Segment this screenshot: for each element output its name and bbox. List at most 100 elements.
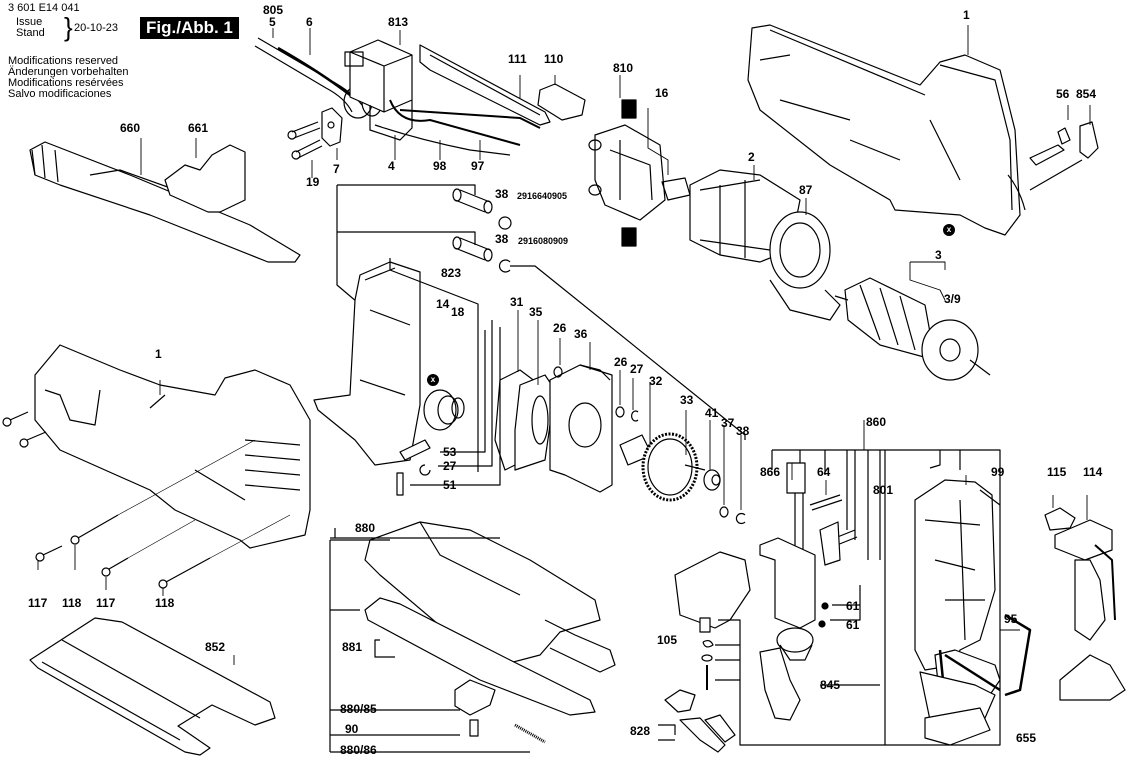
label-813: 813 <box>388 15 409 29</box>
armature-3 <box>834 277 991 381</box>
issue-label: Issue <box>16 16 43 28</box>
label-37: 37 <box>721 416 735 430</box>
label-1-left: 1 <box>155 347 162 361</box>
baffle-87 <box>769 211 841 321</box>
plate-35 <box>514 374 556 471</box>
base-plate-880 <box>364 521 616 716</box>
label-1-top: 1 <box>963 8 970 22</box>
washers-26-27 <box>553 366 639 422</box>
label-51: 51 <box>443 478 457 492</box>
base-bracket <box>329 528 546 753</box>
label-810: 810 <box>613 61 634 75</box>
circlip-38 <box>735 512 746 525</box>
bearing-14-18 <box>423 389 465 431</box>
modifications-notice: Modifications reserved Änderungen vorbeh… <box>8 56 128 100</box>
label-5: 5 <box>269 15 276 29</box>
stand-label: Stand <box>16 27 45 39</box>
label-801: 801 <box>873 483 894 497</box>
label-36: 36 <box>574 327 588 341</box>
label-105: 105 <box>657 633 678 647</box>
label-7: 7 <box>333 162 340 176</box>
parts-53-27-51 <box>396 320 501 496</box>
label-3-9: 3/9 <box>944 292 961 306</box>
bearing-41 <box>703 469 721 491</box>
label-852: 852 <box>205 640 226 654</box>
label-118-b: 118 <box>155 596 175 610</box>
label-27-a: 27 <box>630 362 644 376</box>
electronics-114-115 <box>1044 507 1126 701</box>
label-655: 655 <box>1016 731 1037 745</box>
label-27-b: 27 <box>443 459 457 473</box>
label-660: 660 <box>120 121 141 135</box>
label-880-86: 880/86 <box>340 743 377 757</box>
guide-860 <box>759 449 1001 746</box>
screws-19 <box>287 121 323 160</box>
switch-813 <box>344 39 541 156</box>
leader-lines <box>37 25 1091 665</box>
label-2: 2 <box>748 150 755 164</box>
label-95: 95 <box>1004 612 1018 626</box>
label-6: 6 <box>306 15 313 29</box>
label-117-b: 117 <box>96 596 116 610</box>
label-114: 114 <box>1083 465 1103 479</box>
x-marker-left: x <box>427 374 439 386</box>
label-87: 87 <box>799 183 813 197</box>
label-31: 31 <box>510 295 524 309</box>
label-61-b: 61 <box>846 618 860 632</box>
label-97: 97 <box>471 159 485 173</box>
gear-33 <box>641 432 706 502</box>
label-880-85: 880/85 <box>340 702 377 716</box>
label-110: 110 <box>544 52 564 66</box>
modifications-en: Modifications reserved <box>8 55 119 67</box>
label-661: 661 <box>188 121 209 135</box>
gear-block-36 <box>549 364 613 493</box>
modifications-fr: Modifications resérvées <box>8 77 124 89</box>
label-32: 32 <box>649 374 663 388</box>
label-41: 41 <box>705 406 719 420</box>
label-118-a: 118 <box>62 596 82 610</box>
part-number-38-b: 2916080909 <box>518 236 569 246</box>
label-56: 56 <box>1056 87 1070 101</box>
figure-label: Fig./Abb. 1 <box>140 17 239 39</box>
label-61-a: 61 <box>846 599 860 613</box>
label-38-b: 38 <box>495 232 509 246</box>
base-plate-852 <box>29 617 276 756</box>
pendulum-mechanism <box>658 551 885 753</box>
label-880: 880 <box>355 521 376 535</box>
label-14: 14 <box>436 297 450 311</box>
label-823: 823 <box>441 266 462 280</box>
document-number: 3 601 E14 041 <box>8 2 80 14</box>
label-33: 33 <box>680 393 694 407</box>
part-number-38-a: 2916640905 <box>517 191 568 201</box>
motor-housing-801 <box>914 479 1001 671</box>
label-53: 53 <box>443 445 457 459</box>
label-866: 866 <box>760 465 781 479</box>
label-115: 115 <box>1047 465 1067 479</box>
housing-half-left <box>34 344 311 549</box>
cover-661 <box>164 144 246 213</box>
label-16: 16 <box>655 86 669 100</box>
parts-56-854 <box>1029 121 1099 191</box>
label-38-a: 38 <box>495 187 509 201</box>
modifications-es: Salvo modificaciones <box>8 88 112 100</box>
cover-95 <box>919 613 1032 721</box>
label-3: 3 <box>935 248 942 262</box>
plate-655 <box>924 707 991 746</box>
label-35: 35 <box>529 305 543 319</box>
leader-38-circlip <box>510 265 746 440</box>
lever-111 <box>419 44 551 126</box>
brush-holder-16 <box>588 99 691 247</box>
modifications-de: Änderungen vorbehalten <box>8 66 129 78</box>
brace: } <box>64 12 73 42</box>
label-881: 881 <box>342 640 363 654</box>
label-38-c: 38 <box>736 424 750 438</box>
label-828: 828 <box>630 724 651 738</box>
label-98: 98 <box>433 159 447 173</box>
gear-housing-823 <box>313 258 479 472</box>
housing-half-right <box>747 24 1026 236</box>
pins-38 <box>452 188 512 273</box>
label-4: 4 <box>388 159 395 173</box>
label-805: 805 <box>263 3 284 17</box>
extraction-nozzle-660 <box>29 141 301 263</box>
